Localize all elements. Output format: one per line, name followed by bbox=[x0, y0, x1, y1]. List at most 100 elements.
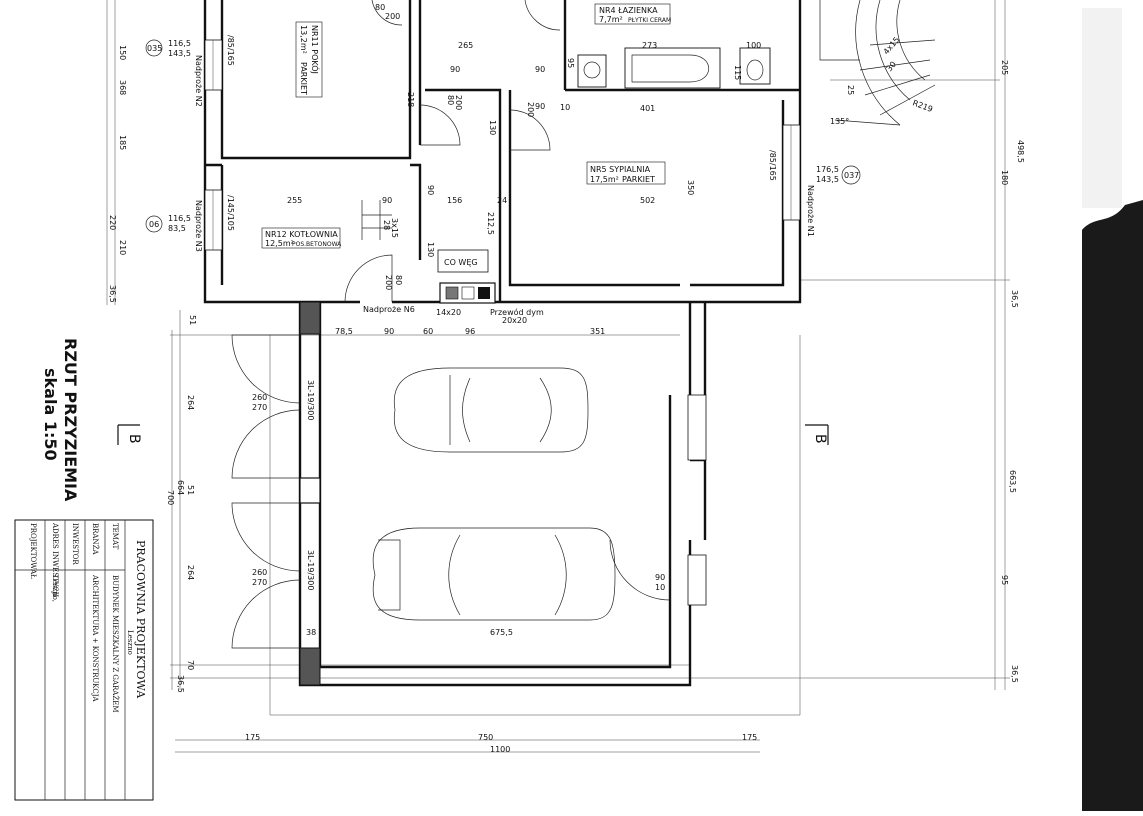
dimension-label: 260 bbox=[252, 393, 267, 402]
dimension-label: 675,5 bbox=[490, 628, 513, 637]
room-name: NR12 KOTŁOWNIA bbox=[265, 230, 338, 239]
gate-1-label: 3L-19/300 bbox=[306, 380, 315, 420]
dimension-label: 36,5 bbox=[176, 675, 185, 693]
room-area: 7,7m² bbox=[599, 15, 623, 24]
dimension-label: 212,5 bbox=[486, 212, 495, 235]
title-row-label: PROJEKTOWAŁ bbox=[29, 523, 37, 579]
dimension-label: 100 bbox=[746, 41, 761, 50]
door-swings bbox=[231, 0, 671, 649]
dimension-label: 368 bbox=[118, 80, 127, 95]
chimney bbox=[437, 249, 496, 304]
dimension-label: 90 bbox=[426, 185, 435, 195]
title-row-label: TEMAT bbox=[111, 523, 119, 550]
stair-angle: 135° bbox=[830, 117, 849, 126]
title-row-value: ARCHITEKTURA + KONSTRUKCJA bbox=[91, 574, 99, 703]
room-floor: POS.BETONOWA bbox=[292, 241, 342, 248]
dimension-label: 10 bbox=[560, 103, 570, 112]
dimension-label: 90 bbox=[450, 65, 460, 74]
dimension-label: 175 bbox=[245, 733, 260, 742]
section-mark-left: B bbox=[117, 424, 142, 445]
dimension-label: 143,5 bbox=[816, 175, 839, 184]
dimension-label: 90 bbox=[382, 196, 392, 205]
dimension-label: 175 bbox=[742, 733, 757, 742]
dimension-label: 80 bbox=[394, 275, 403, 285]
dimension-label: 80 bbox=[446, 95, 455, 105]
dimension-label: 10 bbox=[655, 583, 665, 592]
svg-text:035: 035 bbox=[147, 44, 162, 53]
dimension-label: 90 bbox=[535, 102, 545, 111]
dimension-label: 205 bbox=[1000, 60, 1009, 75]
dimension-label: 255 bbox=[287, 196, 302, 205]
dimension-label: 265 bbox=[458, 41, 473, 50]
room-floor: PŁYTKI CERAM bbox=[628, 17, 671, 24]
boiler-stairs bbox=[361, 200, 392, 240]
dimension-label: 156 bbox=[447, 196, 462, 205]
car-bottom bbox=[372, 527, 616, 621]
room-name: NR5 SYPIALNIA bbox=[590, 165, 651, 174]
garage-walls bbox=[298, 301, 707, 687]
dimension-label: 78,5 bbox=[335, 327, 353, 336]
dimension-label: 502 bbox=[640, 196, 655, 205]
car-top bbox=[393, 367, 589, 453]
drawing-title: RZUT PRZYZIEMIA skala 1:50 bbox=[41, 338, 80, 502]
room-nr5: NR5 SYPIALNIA 17,5m² PARKIET bbox=[586, 161, 666, 185]
room-nr12: NR12 KOTŁOWNIA 12,5m² POS.BETONOWA bbox=[261, 227, 342, 249]
scan-edge bbox=[1082, 0, 1143, 811]
dimension-label: 200 bbox=[454, 95, 463, 110]
title-row-label: BRANŻA bbox=[91, 523, 100, 555]
svg-text:B: B bbox=[812, 434, 828, 444]
dimension-label: 150 bbox=[118, 45, 127, 60]
dimension-label: 130 bbox=[426, 242, 435, 257]
dimension-label: 351 bbox=[590, 327, 605, 336]
title-row-value: Leszno, bbox=[51, 575, 59, 602]
dimension-label: 270 bbox=[252, 403, 267, 412]
dimension-label: 90 bbox=[535, 65, 545, 74]
title-city: Leszno bbox=[126, 630, 134, 655]
dimension-label: 38 bbox=[306, 628, 316, 637]
room-floor: PARKIET bbox=[622, 175, 655, 184]
dimension-label: 200 bbox=[385, 12, 400, 21]
dimension-label: 273 bbox=[642, 41, 657, 50]
curved-stairs bbox=[819, 0, 936, 126]
room-area: 13,2m² bbox=[299, 25, 308, 54]
dimension-label: 24 bbox=[497, 196, 507, 205]
dimension-label: 264 bbox=[186, 395, 195, 410]
dimension-label: 218 bbox=[406, 92, 415, 107]
flue-label: Przewód dym bbox=[490, 307, 544, 317]
grid-bubble-037: 037 bbox=[841, 165, 861, 185]
title-row-value: BUDYNEK MIESZKALNY Z GARAŻEM bbox=[111, 575, 120, 713]
dimension-label: 176,5 bbox=[816, 165, 839, 174]
title-row-label: ADRES INWESTYCJI bbox=[51, 522, 59, 597]
room-nr11: NR11 POKÓJ 13,2m² PARKIET bbox=[295, 21, 323, 98]
dimension-label: 350 bbox=[686, 180, 695, 195]
dimension-label: 401 bbox=[640, 104, 655, 113]
dimension-label: 51 bbox=[188, 315, 197, 325]
svg-text:06: 06 bbox=[149, 220, 159, 229]
dimension-label: 143,5 bbox=[168, 49, 191, 58]
dimension-label: 210 bbox=[118, 240, 127, 255]
lintel-n6-label: Nadproże N6 bbox=[363, 305, 415, 314]
dimension-label: 70 bbox=[186, 660, 195, 670]
title-block: PRACOWNIA PROJEKTOWA Leszno TEMAT BUDYNE… bbox=[14, 519, 154, 801]
dimension-label: 220 bbox=[108, 215, 117, 230]
dimension-label: 90 bbox=[384, 327, 394, 336]
dimension-label: 185 bbox=[118, 135, 127, 150]
dimension-label: 116,5 bbox=[168, 39, 191, 48]
dimension-label: 36,5 bbox=[1010, 290, 1019, 308]
svg-text:037: 037 bbox=[844, 171, 859, 180]
dimension-label: 90 bbox=[655, 573, 665, 582]
dimension-label: 180 bbox=[1000, 170, 1009, 185]
dimension-label: 36,5 bbox=[1010, 665, 1019, 683]
dimension-lines bbox=[106, 0, 1010, 753]
drawing-title-text: RZUT PRZYZIEMIA bbox=[61, 338, 80, 502]
lintel-n1-label: Nadproże N1 bbox=[806, 185, 815, 237]
gate-2-label: 3L-19/300 bbox=[306, 550, 315, 590]
dimension-label: 25 bbox=[846, 85, 855, 95]
dimension-label: 95 bbox=[1000, 575, 1009, 585]
dimension-label: 95 bbox=[566, 58, 575, 68]
dimension-label: 700 bbox=[166, 490, 175, 505]
dimension-label: 270 bbox=[252, 578, 267, 587]
room-floor: PARKIET bbox=[299, 62, 308, 95]
dimension-label: 260 bbox=[252, 568, 267, 577]
